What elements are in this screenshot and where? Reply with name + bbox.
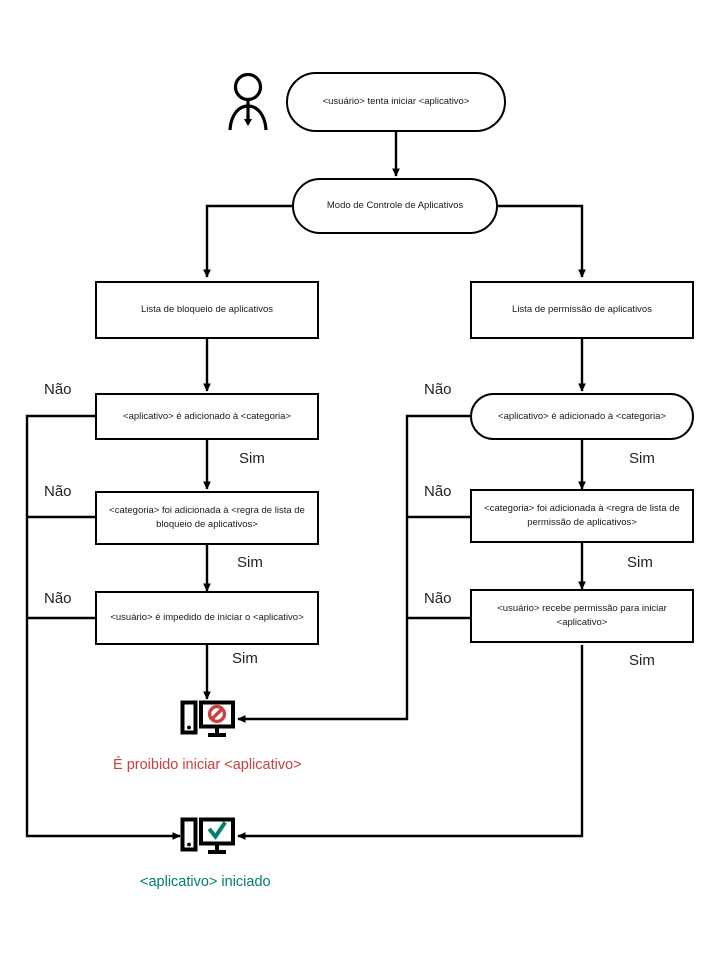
edge-mode-to-allowlist [498,204,586,278]
node-deny-step-1-label: <aplicativo> é adicionado à <categoria> [123,410,291,422]
node-deny-step-1[interactable]: <aplicativo> é adicionado à <categoria> [95,393,319,440]
outcome-started-label: <aplicativo> iniciado [140,874,271,890]
node-allow-step-1[interactable]: <aplicativo> é adicionado à <categoria> [470,393,694,440]
edge-label-allow-yes-1: Sim [629,450,655,467]
node-start-label: <usuário> tenta iniciar <aplicativo> [322,96,470,108]
edge-allow-no1-trunk [237,414,470,723]
edge-allow-step3-to-started [237,645,584,840]
edge-label-deny-yes-2: Sim [237,554,263,571]
edge-label-deny-yes-3: Sim [232,650,258,667]
edge-label-deny-yes-1: Sim [239,450,265,467]
edge-label-allow-yes-2: Sim [627,554,653,571]
monitor-check-icon [180,817,235,854]
node-allow-step-1-label: <aplicativo> é adicionado à <categoria> [498,410,666,422]
node-allow-list[interactable]: Lista de permissão de aplicativos [470,281,694,339]
edge-label-allow-no-3: Não [424,590,452,607]
node-start[interactable]: <usuário> tenta iniciar <aplicativo> [286,72,506,132]
outcome-blocked-label: É proibido iniciar <aplicativo> [113,757,302,773]
edge-deny-no1-trunk [25,414,181,840]
node-control-mode[interactable]: Modo de Controle de Aplicativos [292,178,498,234]
edge-label-deny-no-2: Não [44,483,72,500]
edge-label-allow-yes-3: Sim [629,652,655,669]
node-deny-step-2-label: <categoria> foi adicionada à <regra de l… [109,505,305,530]
node-allow-step-3[interactable]: <usuário> recebe permissão para iniciar … [470,589,694,643]
node-control-mode-label: Modo de Controle de Aplicativos [326,200,464,212]
node-deny-step-3[interactable]: <usuário> é impedido de iniciar o <aplic… [95,591,319,645]
node-allow-step-3-label: <usuário> recebe permissão para iniciar … [497,603,667,628]
node-allow-step-2-label: <categoria> foi adicionada à <regra de l… [484,503,680,528]
edge-label-allow-no-2: Não [424,483,452,500]
edge-label-allow-no-1: Não [424,381,452,398]
edge-mode-to-denylist [203,204,293,278]
node-deny-step-2[interactable]: <categoria> foi adicionada à <regra de l… [95,491,319,545]
edge-label-deny-no-1: Não [44,381,72,398]
edge-label-deny-no-3: Não [44,590,72,607]
node-deny-list[interactable]: Lista de bloqueio de aplicativos [95,281,319,339]
node-allow-list-label: Lista de permissão de aplicativos [512,304,652,316]
node-allow-step-2[interactable]: <categoria> foi adicionada à <regra de l… [470,489,694,543]
node-deny-list-label: Lista de bloqueio de aplicativos [140,304,274,316]
monitor-blocked-icon [180,700,235,737]
user-actor-icon [228,72,268,131]
node-deny-step-3-label: <usuário> é impedido de iniciar o <aplic… [110,612,304,624]
